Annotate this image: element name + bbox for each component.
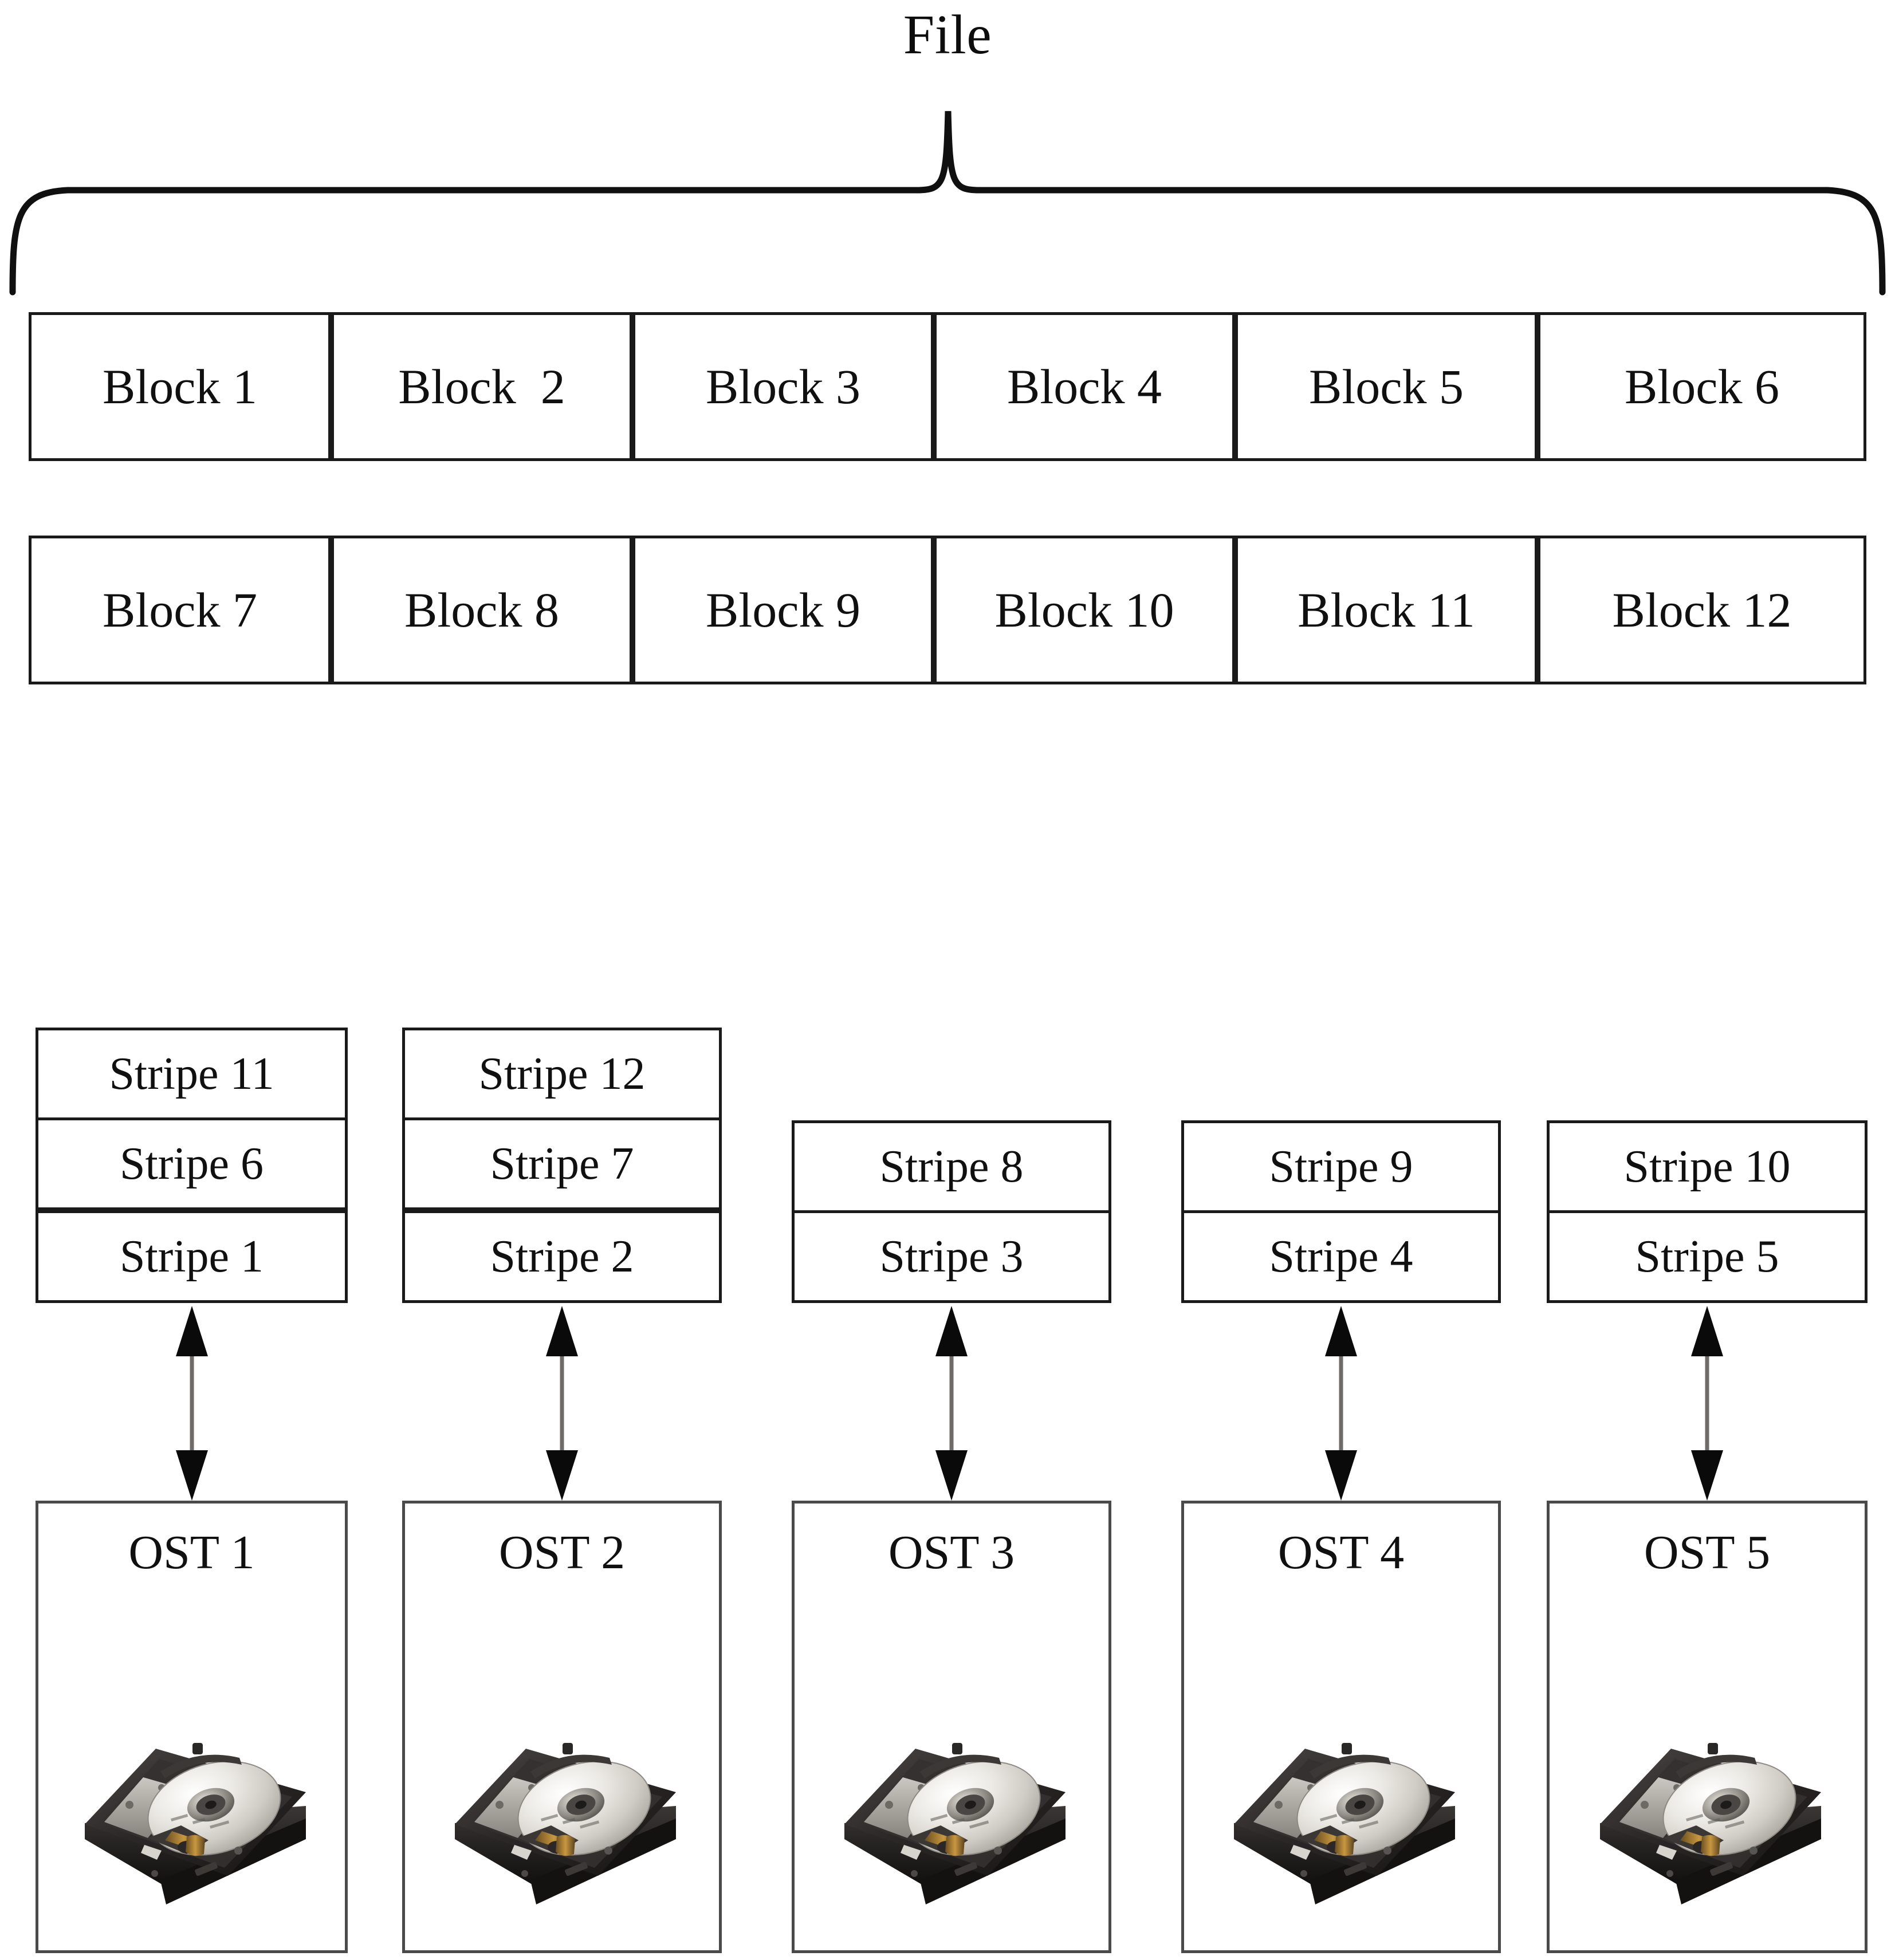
block-cell-11-label: Block 11 <box>1298 583 1475 637</box>
block-cell-6[interactable]: Block 6 <box>1538 312 1866 461</box>
block-cell-12[interactable]: Block 12 <box>1538 536 1866 684</box>
block-cell-3[interactable]: Block 3 <box>632 312 934 461</box>
stripe-cell-2-3[interactable]: Stripe 2 <box>402 1210 722 1303</box>
ost-box-2[interactable]: OST 2 <box>402 1501 722 1953</box>
block-cell-10-label: Block 10 <box>994 583 1174 637</box>
stripe-cell-2-1-label: Stripe 12 <box>478 1049 646 1099</box>
curly-brace-icon <box>0 103 1895 298</box>
ost-box-3[interactable]: OST 3 <box>792 1501 1111 1953</box>
ost-label-5: OST 5 <box>1644 1526 1771 1579</box>
stripe-cell-4-1-label: Stripe 9 <box>1269 1142 1413 1192</box>
stripe-cell-2-2-label: Stripe 7 <box>490 1139 634 1189</box>
stripe-cell-5-2[interactable]: Stripe 5 <box>1547 1210 1868 1303</box>
block-cell-8[interactable]: Block 8 <box>331 536 632 684</box>
block-cell-4[interactable]: Block 4 <box>934 312 1235 461</box>
double-headed-arrow-icon-1 <box>167 1306 217 1501</box>
block-cell-7-label: Block 7 <box>103 583 257 637</box>
stripe-cell-4-2-label: Stripe 4 <box>1269 1231 1413 1282</box>
stripe-cell-2-2[interactable]: Stripe 7 <box>402 1117 722 1210</box>
stripe-cell-5-1[interactable]: Stripe 10 <box>1547 1120 1868 1213</box>
stripe-cell-3-1-label: Stripe 8 <box>879 1142 1024 1192</box>
stripe-cell-1-2[interactable]: Stripe 6 <box>36 1117 348 1210</box>
hard-disk-drive-icon-1 <box>74 1733 315 1922</box>
stripe-cell-1-1-label: Stripe 11 <box>109 1049 274 1099</box>
hard-disk-drive-icon-5 <box>1590 1733 1830 1922</box>
stripe-cell-1-2-label: Stripe 6 <box>119 1139 264 1189</box>
block-cell-7[interactable]: Block 7 <box>29 536 331 684</box>
stripe-cell-3-1[interactable]: Stripe 8 <box>792 1120 1111 1213</box>
block-cell-12-label: Block 12 <box>1612 583 1792 637</box>
stripe-cell-5-2-label: Stripe 5 <box>1635 1231 1779 1282</box>
page-title: File <box>903 4 992 66</box>
stripe-cell-4-2[interactable]: Stripe 4 <box>1181 1210 1501 1303</box>
ost-box-5[interactable]: OST 5 <box>1547 1501 1868 1953</box>
hard-disk-drive-icon-4 <box>1224 1733 1464 1922</box>
double-headed-arrow-icon-3 <box>927 1306 976 1501</box>
block-cell-10[interactable]: Block 10 <box>934 536 1235 684</box>
ost-box-1[interactable]: OST 1 <box>36 1501 348 1953</box>
block-cell-4-label: Block 4 <box>1007 359 1162 414</box>
block-cell-3-label: Block 3 <box>706 359 860 414</box>
stripe-cell-4-1[interactable]: Stripe 9 <box>1181 1120 1501 1213</box>
ost-label-2: OST 2 <box>498 1526 626 1579</box>
block-cell-1[interactable]: Block 1 <box>29 312 331 461</box>
stripe-cell-5-1-label: Stripe 10 <box>1623 1142 1791 1192</box>
stripe-cell-1-3-label: Stripe 1 <box>119 1231 264 1282</box>
stripe-cell-2-3-label: Stripe 2 <box>490 1231 634 1282</box>
double-headed-arrow-icon-2 <box>537 1306 587 1501</box>
block-cell-9-label: Block 9 <box>706 583 860 637</box>
ost-box-4[interactable]: OST 4 <box>1181 1501 1501 1953</box>
block-cell-2[interactable]: Block 2 <box>331 312 632 461</box>
block-cell-8-label: Block 8 <box>404 583 559 637</box>
block-cell-5[interactable]: Block 5 <box>1235 312 1538 461</box>
double-headed-arrow-icon-5 <box>1682 1306 1732 1501</box>
double-headed-arrow-icon-4 <box>1316 1306 1366 1501</box>
ost-label-1: OST 1 <box>128 1526 255 1579</box>
ost-label-3: OST 3 <box>888 1526 1015 1579</box>
stripe-cell-1-1[interactable]: Stripe 11 <box>36 1028 348 1120</box>
stripe-cell-3-2-label: Stripe 3 <box>879 1231 1024 1282</box>
block-cell-6-label: Block 6 <box>1625 359 1779 414</box>
stripe-cell-2-1[interactable]: Stripe 12 <box>402 1028 722 1120</box>
block-cell-1-label: Block 1 <box>103 359 257 414</box>
block-cell-5-label: Block 5 <box>1309 359 1464 414</box>
block-cell-11[interactable]: Block 11 <box>1235 536 1538 684</box>
stripe-cell-3-2[interactable]: Stripe 3 <box>792 1210 1111 1303</box>
hard-disk-drive-icon-3 <box>834 1733 1075 1922</box>
block-cell-2-label: Block 2 <box>398 359 565 414</box>
block-cell-9[interactable]: Block 9 <box>632 536 934 684</box>
ost-label-4: OST 4 <box>1277 1526 1405 1579</box>
stripe-cell-1-3[interactable]: Stripe 1 <box>36 1210 348 1303</box>
hard-disk-drive-icon-2 <box>445 1733 685 1922</box>
